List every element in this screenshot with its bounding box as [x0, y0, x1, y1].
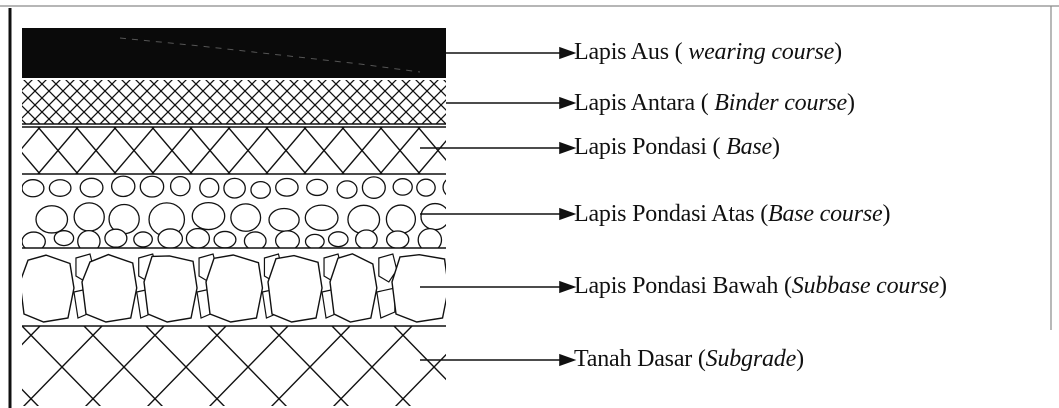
layer-base-course: [22, 176, 471, 252]
label-binder-course: Lapis Antara ( Binder course): [574, 89, 855, 117]
layer-wearing-course: [22, 28, 446, 78]
arrow-head-icon: [560, 143, 574, 153]
arrow-head-icon: [560, 98, 574, 108]
label-wearing-course: Lapis Aus ( wearing course): [574, 38, 842, 66]
label-subgrade: Tanah Dasar (Subgrade): [574, 345, 804, 373]
arrow-head-icon: [560, 48, 574, 58]
layer-subgrade: [0, 326, 536, 408]
label-subbase-course: Lapis Pondasi Bawah (Subbase course): [574, 272, 947, 300]
arrow-head-icon: [560, 355, 574, 365]
label-base-course: Lapis Pondasi Atas (Base course): [574, 200, 890, 228]
layer-base: [0, 127, 496, 174]
label-base: Lapis Pondasi ( Base): [574, 133, 780, 161]
layer-subbase-course: [20, 254, 469, 322]
layer-binder-course: [22, 80, 446, 124]
arrow-head-icon: [560, 282, 574, 292]
arrow-head-icon: [560, 209, 574, 219]
